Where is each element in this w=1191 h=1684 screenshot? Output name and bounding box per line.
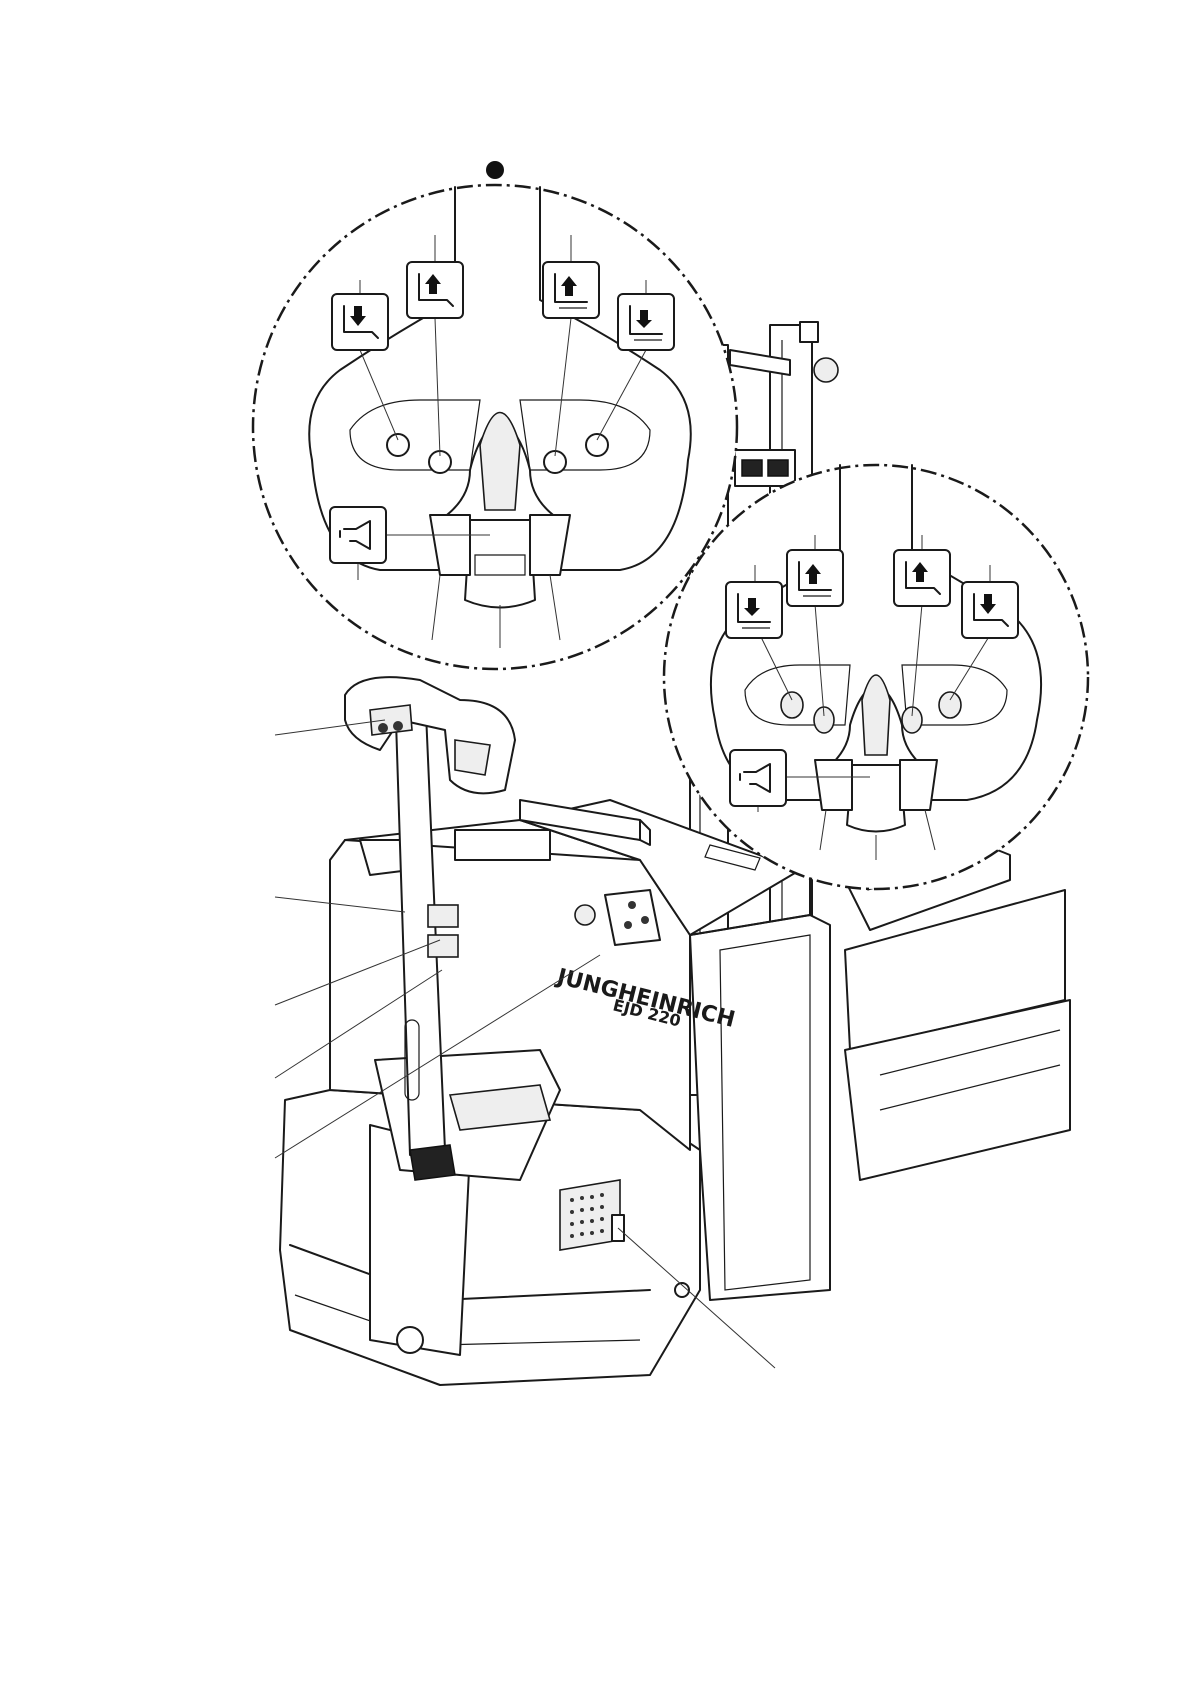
lift-support-arm-icon <box>894 550 950 606</box>
horn-icon <box>730 750 786 806</box>
inset-variant-filled <box>253 161 737 669</box>
lower-support-arm-icon <box>332 294 388 350</box>
lift-fork-icon <box>787 550 843 606</box>
filled-marker-icon <box>486 161 504 179</box>
lower-support-arm-icon <box>962 582 1018 638</box>
lower-fork-icon <box>726 582 782 638</box>
inset-variant-open <box>664 465 1088 889</box>
lift-fork-icon <box>543 262 599 318</box>
lift-support-arm-icon <box>407 262 463 318</box>
lower-fork-icon <box>618 294 674 350</box>
horn-icon <box>330 507 386 563</box>
